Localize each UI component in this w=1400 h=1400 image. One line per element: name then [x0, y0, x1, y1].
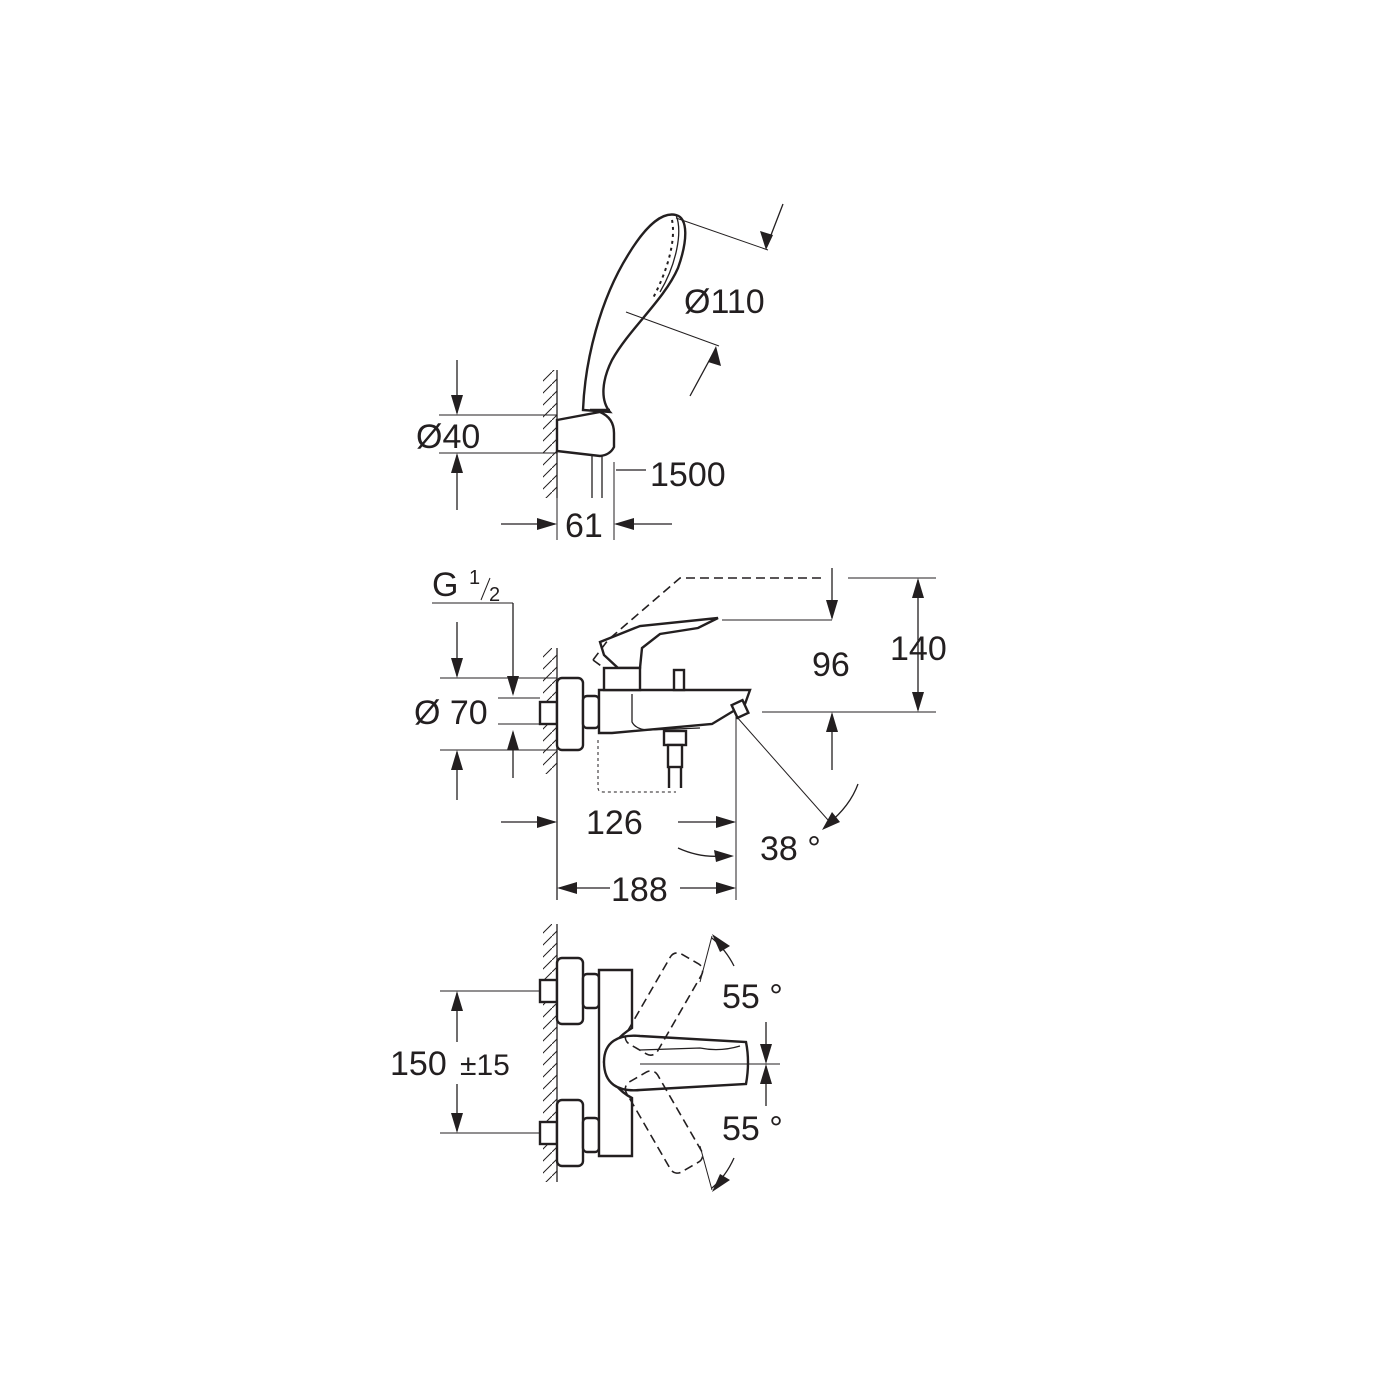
mixer-lever-top [602, 1034, 750, 1092]
label-holder-diameter: Ø40 [416, 418, 480, 456]
mixer-top-view: 55 ° 55 ° 150 ±15 [390, 924, 783, 1192]
lever-raised-outline [592, 577, 826, 661]
mixer-side-view: G 1 2 Ø 70 96 140 [414, 566, 947, 909]
label-total-projection: 188 [611, 871, 668, 909]
label-total-height: 140 [890, 630, 947, 668]
wall-hatch-middle [543, 648, 558, 900]
wall-holder [555, 410, 616, 458]
escutcheon [555, 676, 585, 752]
label-spout-angle: 38 ° [760, 830, 821, 868]
inlet-nut [538, 700, 559, 726]
label-spout-projection: 126 [586, 804, 643, 842]
wall-hatch-top [543, 370, 558, 498]
label-lever-angle-down: 55 ° [722, 1110, 783, 1148]
label-holder-projection: 61 [565, 507, 603, 545]
label-handshower-diameter: Ø110 [684, 283, 765, 321]
mixer-lever [598, 616, 719, 670]
label-lever-clearance: 96 [812, 646, 850, 684]
handshower-view: Ø110 Ø40 1500 61 [416, 203, 784, 545]
label-escutcheon-diameter: Ø 70 [414, 694, 488, 732]
label-lever-angle-up: 55 ° [722, 978, 783, 1016]
label-thread-num: 1 [469, 567, 480, 589]
label-centres: 150 [390, 1045, 447, 1083]
hand-shower [581, 213, 687, 414]
lever-rotated-up [624, 952, 704, 1056]
lever-rotated-down [624, 1070, 704, 1174]
label-thread-g: G [432, 566, 458, 604]
label-centres-tolerance: ±15 [460, 1049, 510, 1082]
mixer-body [597, 688, 752, 735]
label-hose-length: 1500 [650, 456, 726, 494]
label-thread-den: 2 [489, 584, 500, 606]
